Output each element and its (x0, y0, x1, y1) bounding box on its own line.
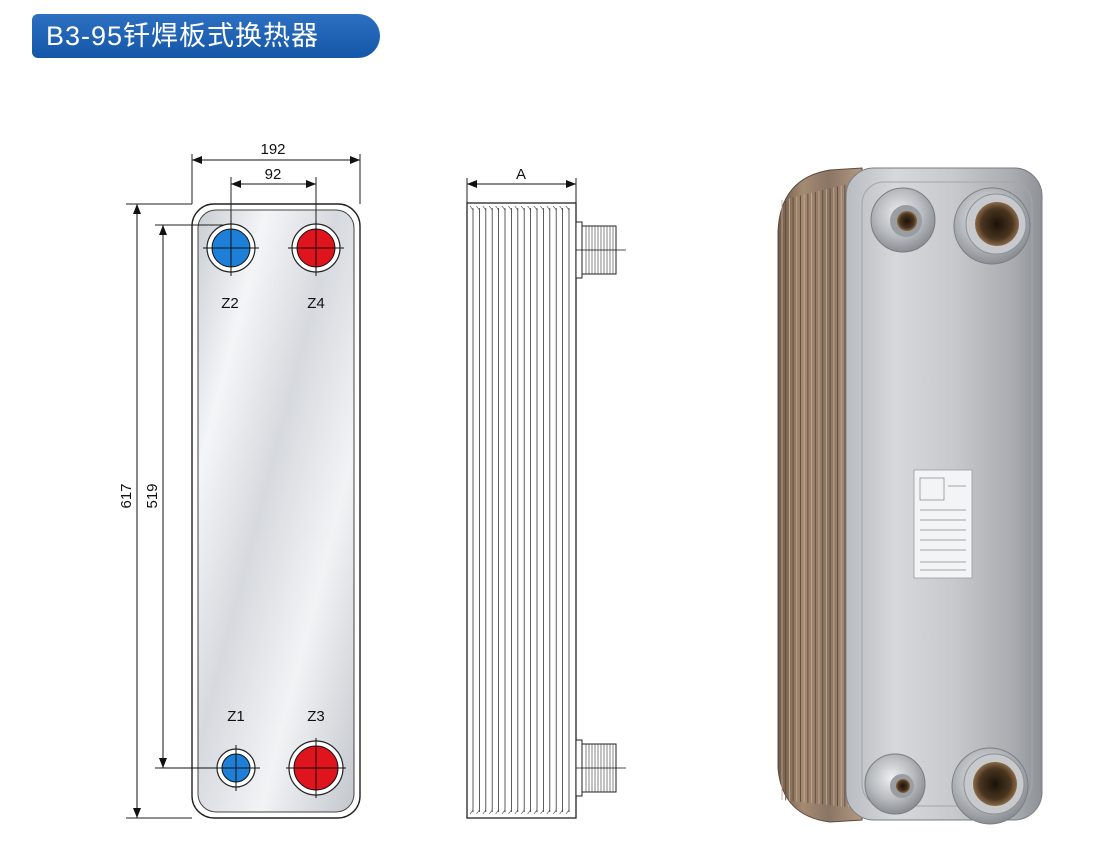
thickness-label: A (516, 166, 526, 183)
nameplate (913, 469, 973, 579)
side-view: A (466, 166, 626, 819)
plate-stack-lines (469, 205, 570, 815)
plate-face (197, 209, 355, 813)
plate-stack-outline (466, 202, 577, 819)
small-port-top-left (870, 187, 936, 253)
port-z1 (163, 745, 260, 791)
port-spacing-label: 92 (265, 166, 282, 183)
large-port-top-right (953, 187, 1031, 265)
port-z4 (288, 220, 344, 276)
port-label-z1: Z1 (227, 708, 245, 725)
port-label-z4: Z4 (307, 295, 325, 312)
bottom-connection (575, 739, 626, 797)
port-z2 (203, 220, 259, 276)
port-label-z2: Z2 (221, 295, 239, 312)
port-z3 (286, 738, 346, 798)
width-label: 192 (260, 141, 285, 158)
product-illustration (777, 167, 1043, 825)
large-port-bottom-right (951, 747, 1029, 825)
port-label-z3: Z3 (307, 708, 325, 725)
height-label: 617 (118, 483, 135, 508)
top-connection (575, 221, 626, 279)
page-title: B3-95钎焊板式换热器 (32, 14, 380, 58)
port-height-label: 519 (144, 483, 161, 508)
front-view: 192 92 617 519 Z2 (118, 141, 361, 819)
small-port-bottom-left (864, 753, 926, 815)
